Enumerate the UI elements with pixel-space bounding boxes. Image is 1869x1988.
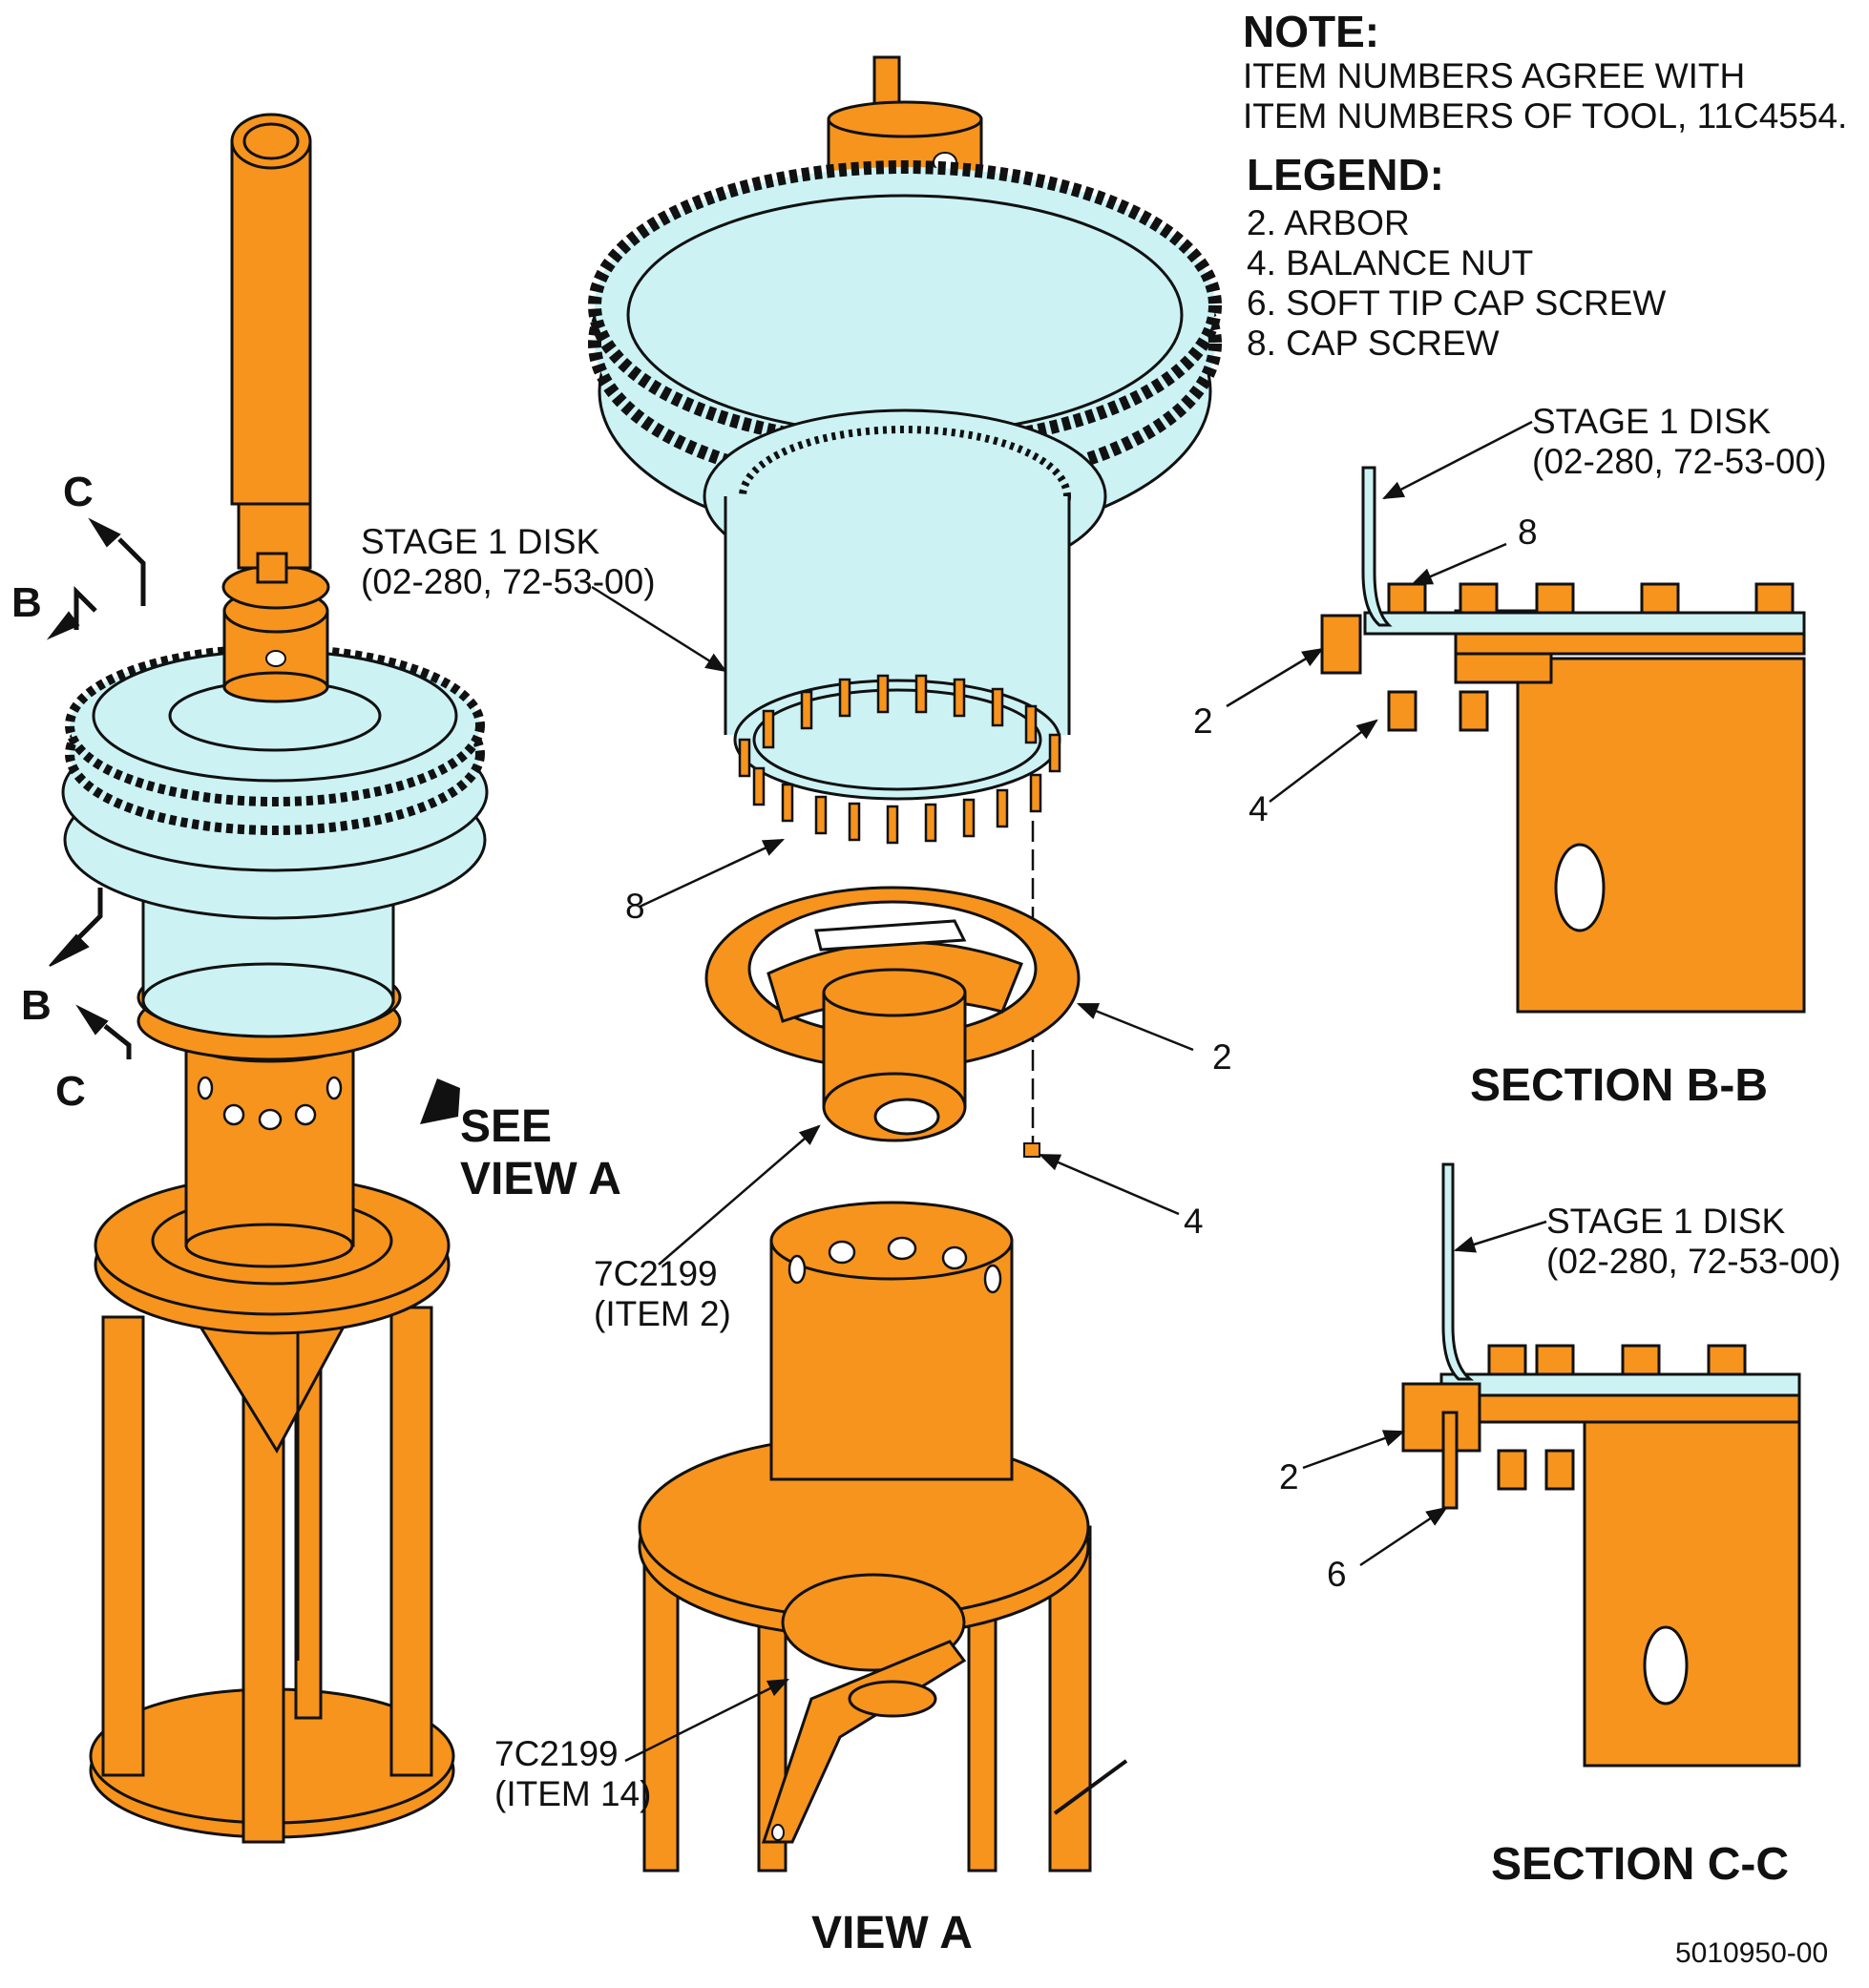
item-2-ref: 7C2199 bbox=[594, 1254, 718, 1293]
section-b-b-drawing bbox=[1320, 466, 1806, 1014]
legend-item: 4. BALANCE NUT bbox=[1247, 243, 1534, 283]
leader-lines bbox=[591, 420, 1547, 1763]
balance-nut bbox=[1023, 1142, 1040, 1158]
section-b-b-title: SECTION B-B bbox=[1470, 1060, 1768, 1111]
callout-2: 2 bbox=[1279, 1457, 1299, 1496]
view-a-stand-drawing bbox=[638, 1201, 1128, 1873]
stage-1-disk-ref: (02-280, 72-53-00) bbox=[1546, 1242, 1841, 1281]
note-line: ITEM NUMBERS OF TOOL, 11C4554. bbox=[1243, 96, 1848, 136]
callout-4: 4 bbox=[1184, 1202, 1204, 1241]
callout-6: 6 bbox=[1327, 1555, 1347, 1594]
drawing-number: 5010950-00 bbox=[1675, 1937, 1829, 1969]
cut-label-c-bottom: C bbox=[55, 1068, 86, 1115]
stage-1-disk-ref: (02-280, 72-53-00) bbox=[1532, 442, 1827, 481]
section-cut-lines bbox=[46, 517, 146, 1059]
item-14-ref: 7C2199 bbox=[494, 1734, 619, 1773]
stage-1-disk-label: STAGE 1 DISK bbox=[1532, 402, 1772, 441]
stage-1-disk-label: STAGE 1 DISK bbox=[1546, 1202, 1786, 1241]
view-a-disk-drawing bbox=[588, 55, 1222, 1145]
support-column bbox=[184, 1038, 355, 1247]
stand-leg bbox=[389, 1306, 433, 1777]
stage-1-disk-label: STAGE 1 DISK bbox=[361, 522, 600, 561]
arbor-drawing bbox=[704, 886, 1081, 1158]
section-c-c-drawing bbox=[1401, 1162, 1801, 1768]
note-heading: NOTE: bbox=[1243, 7, 1380, 56]
see-view-label: SEE bbox=[460, 1101, 553, 1152]
cut-label-c-top: C bbox=[63, 469, 94, 515]
view-a-title: VIEW A bbox=[811, 1908, 973, 1958]
see-view-arrow bbox=[420, 1078, 460, 1124]
callout-8: 8 bbox=[625, 887, 645, 926]
item-2-ref: (ITEM 2) bbox=[594, 1294, 731, 1333]
section-c-c-title: SECTION C-C bbox=[1491, 1839, 1789, 1890]
stand-leg bbox=[101, 1315, 145, 1777]
item-14-ref: (ITEM 14) bbox=[494, 1774, 652, 1813]
legend-item: 2. ARBOR bbox=[1247, 203, 1410, 242]
arbor-shaft bbox=[230, 139, 312, 506]
callout-2: 2 bbox=[1193, 701, 1213, 741]
legend-heading: LEGEND: bbox=[1247, 150, 1444, 199]
cut-label-b-bottom: B bbox=[21, 982, 52, 1029]
left-assembly-drawing bbox=[61, 113, 489, 1844]
cut-label-b-top: B bbox=[11, 579, 42, 626]
see-view-label: VIEW A bbox=[460, 1154, 621, 1204]
callout-2: 2 bbox=[1212, 1037, 1232, 1077]
callout-4: 4 bbox=[1249, 789, 1269, 828]
legend-item: 6. SOFT TIP CAP SCREW bbox=[1247, 283, 1667, 323]
stage-1-disk-ref: (02-280, 72-53-00) bbox=[361, 562, 656, 601]
note-line: ITEM NUMBERS AGREE WITH bbox=[1243, 56, 1746, 95]
legend-item: 8. CAP SCREW bbox=[1247, 324, 1500, 363]
callout-8: 8 bbox=[1518, 513, 1538, 552]
